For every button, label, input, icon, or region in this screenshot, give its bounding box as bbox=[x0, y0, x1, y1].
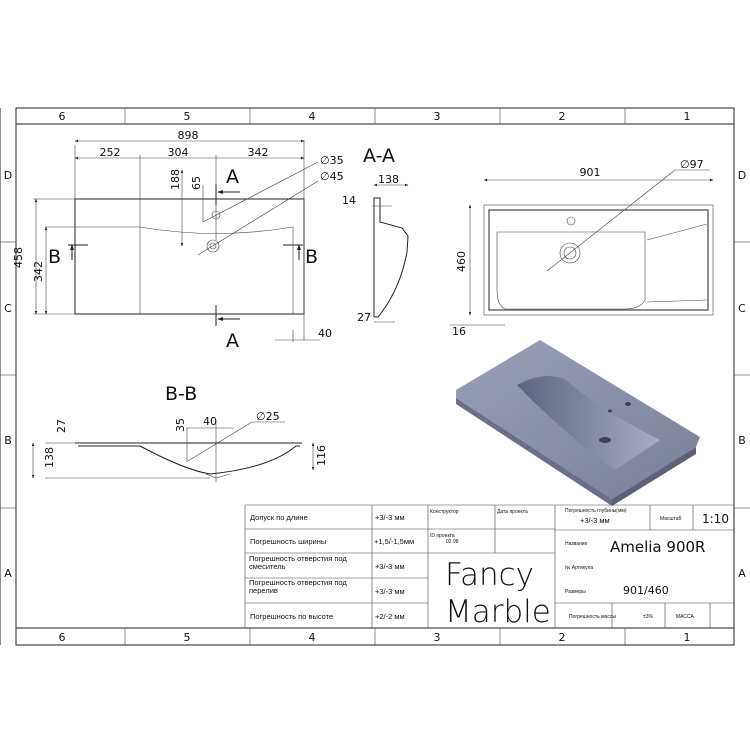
scale-label: Масштаб bbox=[660, 516, 682, 522]
column-label: 2 bbox=[559, 110, 566, 123]
logo-text: Marble bbox=[445, 594, 551, 630]
column-label: 3 bbox=[434, 631, 441, 644]
tolerance-value: +3/-3 мм bbox=[375, 513, 405, 522]
section-bb-title: B-B bbox=[165, 383, 197, 405]
section-aa: A-A 138 14 27 bbox=[342, 145, 409, 324]
scale-value: 1:10 bbox=[702, 512, 729, 526]
dim-aa-bottom: 27 bbox=[357, 311, 371, 324]
logo-text: Fancy bbox=[445, 557, 534, 593]
row-label: D bbox=[738, 169, 746, 182]
depth-tolerance-label: Погрешность глубины(мм) bbox=[565, 508, 627, 514]
sink-3d-render bbox=[456, 340, 700, 506]
dim-segment: 304 bbox=[168, 146, 189, 159]
dim-bb-35: 35 bbox=[174, 418, 187, 432]
row-label: C bbox=[4, 302, 12, 315]
overflow-diameter: ∅25 bbox=[256, 410, 280, 423]
column-label: 3 bbox=[434, 110, 441, 123]
tolerance-value: +3/-3 мм bbox=[375, 587, 405, 596]
dim-bb-height: 138 bbox=[43, 447, 56, 468]
dim-depth: 458 bbox=[12, 247, 25, 268]
dim-bb-40: 40 bbox=[203, 415, 217, 428]
section-marker-a: A bbox=[226, 330, 239, 352]
product-name: Amelia 900R bbox=[610, 538, 705, 556]
column-label: 1 bbox=[684, 631, 691, 644]
section-marker-a: A bbox=[226, 166, 239, 188]
size-label: Размеры bbox=[565, 589, 586, 595]
tolerance-value: +2/-2 мм bbox=[375, 612, 405, 621]
designer-label: Конструктор bbox=[430, 509, 459, 515]
dim-bottom-depth: 460 bbox=[455, 251, 468, 272]
tolerance-value: +1,5/-1,5мм bbox=[374, 537, 414, 546]
tap-hole-diameter: ∅35 bbox=[320, 154, 344, 167]
bottom-view: 901 460 16 ∅97 bbox=[450, 158, 714, 338]
dim-aa-height: 138 bbox=[378, 173, 399, 186]
section-bb: B-B 27 138 35 40 ∅25 116 bbox=[31, 383, 328, 482]
mass-label: МАССА bbox=[676, 614, 695, 620]
name-label: Название bbox=[565, 541, 588, 547]
dim-segment: 252 bbox=[100, 146, 121, 159]
tolerance-label: Погрешность отверстия под перелив bbox=[249, 579, 347, 595]
dim-188: 188 bbox=[169, 169, 182, 190]
tolerance-label: Допуск по длине bbox=[250, 513, 308, 522]
dim-overall-width: 898 bbox=[178, 129, 199, 142]
tolerance-label: Погрешность ширины bbox=[250, 537, 326, 546]
column-label: 2 bbox=[559, 631, 566, 644]
column-label: 6 bbox=[59, 631, 66, 644]
section-marker-b: B bbox=[48, 246, 61, 268]
dim-bowl-depth: 342 bbox=[32, 261, 45, 282]
row-label: C bbox=[738, 302, 746, 315]
section-aa-title: A-A bbox=[363, 145, 395, 167]
project-id: 02.98 bbox=[446, 539, 459, 545]
drawing-frame: 6 5 4 3 2 1 6 5 4 3 2 1 D C B A D C B A bbox=[0, 107, 750, 646]
dim-bottom-width: 901 bbox=[580, 166, 601, 179]
row-label: A bbox=[738, 567, 746, 580]
tolerance-label: Погрешность по высоте bbox=[250, 612, 333, 621]
column-label: 5 bbox=[184, 631, 191, 644]
row-label: A bbox=[4, 567, 12, 580]
dim-65: 65 bbox=[190, 176, 203, 190]
dim-segment: 342 bbox=[248, 146, 269, 159]
row-label: B bbox=[738, 434, 746, 447]
column-label: 6 bbox=[59, 110, 66, 123]
size-value: 901/460 bbox=[623, 584, 669, 597]
row-label: D bbox=[4, 169, 12, 182]
column-label: 1 bbox=[684, 110, 691, 123]
dim-edge: 40 bbox=[318, 327, 332, 340]
section-marker-b: B bbox=[305, 246, 318, 268]
article-label: № Артикула bbox=[565, 565, 593, 571]
mass-tolerance: ±3% bbox=[643, 614, 654, 620]
dim-bb-right-height: 116 bbox=[315, 445, 328, 466]
column-label: 4 bbox=[309, 631, 316, 644]
drain-diameter: ∅97 bbox=[680, 158, 704, 171]
row-label: B bbox=[4, 434, 12, 447]
drain-diameter: ∅45 bbox=[320, 170, 344, 183]
column-label: 5 bbox=[184, 110, 191, 123]
tolerance-value: +3/-3 мм bbox=[375, 562, 405, 571]
date-label: Дата проекта bbox=[497, 509, 528, 515]
top-view: 898 252 304 342 188 65 ∅35 ∅45 458 342 4… bbox=[12, 129, 344, 352]
depth-tolerance: +3/-3 мм bbox=[580, 516, 610, 525]
project-id-label: ID проекта bbox=[430, 533, 455, 539]
dim-aa-rim: 14 bbox=[342, 194, 356, 207]
mass-tolerance-label: Погрешность массы bbox=[569, 614, 616, 620]
title-block: Допуск по длине +3/-3 мм Погрешность шир… bbox=[244, 504, 734, 630]
column-label: 4 bbox=[309, 110, 316, 123]
dim-bb-rim: 27 bbox=[55, 419, 68, 433]
dim-bottom-edge: 16 bbox=[452, 325, 466, 338]
tolerance-label: Погрешность отверстия под смеситель bbox=[249, 555, 347, 571]
